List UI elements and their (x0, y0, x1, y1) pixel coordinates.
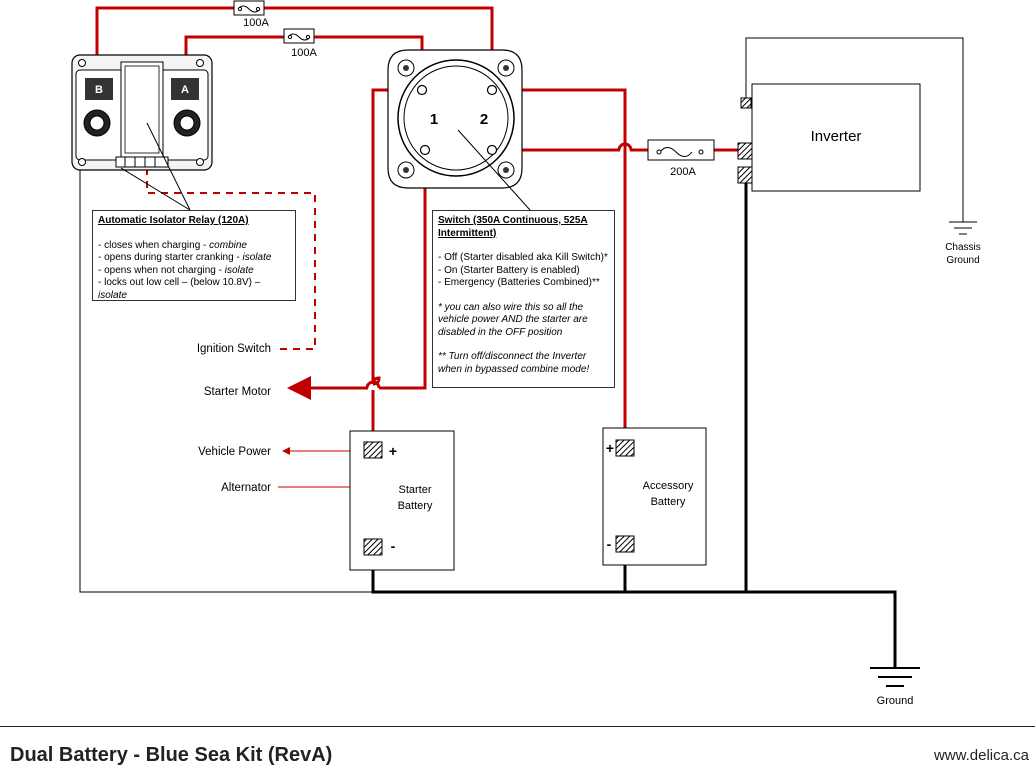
fuse-100a-top: 100A (233, 0, 270, 29)
main-ground-symbol (870, 667, 920, 687)
relay-note-line: - opens when not charging - isolate (98, 264, 254, 276)
fuse-label-1: 100A (243, 17, 269, 29)
switch-note-footnote-2: ** Turn off/disconnect the Inverter when… (438, 351, 590, 375)
switch-note-heading: Switch (350A Continuous, 525A Intermitte… (438, 215, 588, 239)
fuse-200a: 200A (647, 139, 715, 178)
vehicle-power-label: Vehicle Power (198, 446, 271, 458)
ignition-wire (146, 168, 316, 350)
inverter: Inverter (737, 83, 921, 192)
relay-note-heading: Automatic Isolator Relay (120A) (98, 215, 249, 226)
switch-note-line: - Off (Starter disabled aka Kill Switch)… (438, 252, 608, 263)
relay-ground-wire (79, 168, 373, 593)
switch-position-1: 1 (430, 111, 438, 128)
relay-terminal-a: A (181, 84, 189, 96)
footer-divider (0, 726, 1035, 727)
relay-terminal-b: B (95, 84, 103, 96)
starter-battery-label-1: Starter (398, 484, 431, 496)
starter-battery: + - Starter Battery (349, 430, 455, 571)
starter-battery-label-2: Battery (398, 500, 433, 512)
ignition-switch-label: Ignition Switch (197, 343, 271, 355)
alternator-label: Alternator (221, 482, 271, 494)
relay-note-line: - closes when charging - combine (98, 239, 247, 251)
starter-battery-plus: + (389, 443, 397, 459)
relay-callout-2 (120, 167, 191, 211)
chassis-ground-label-2: Ground (946, 255, 979, 266)
accessory-battery-minus: - (607, 536, 612, 552)
accessory-battery-label-1: Accessory (643, 480, 694, 492)
chassis-ground-label-1: Chassis (945, 242, 981, 253)
switch-callout (457, 129, 531, 211)
isolator-relay: B A (71, 54, 213, 171)
starter-battery-minus: - (391, 538, 396, 554)
fuse-label-3: 200A (670, 166, 696, 178)
switch-note-footnote-1: * you can also wire this so all the vehi… (438, 301, 588, 338)
relay-note-line: - opens during starter cranking - isolat… (98, 252, 272, 263)
inverter-chassis-wire (745, 37, 964, 222)
fuse-label-2: 100A (291, 47, 317, 59)
wire-hops (365, 142, 633, 389)
relay-note-box: Automatic Isolator Relay (120A) - closes… (92, 210, 296, 301)
accessory-battery-label-2: Battery (651, 496, 686, 508)
accessory-battery-plus: + (606, 440, 614, 456)
switch-note-line: - Emergency (Batteries Combined)** (438, 277, 600, 288)
main-ground-label: Ground (877, 695, 914, 707)
switch-position-2: 2 (480, 111, 488, 128)
switch-note-box: Switch (350A Continuous, 525A Intermitte… (432, 210, 615, 388)
starter-motor-label: Starter Motor (204, 386, 271, 398)
battery-switch: 1 2 (387, 49, 523, 189)
footer-url: www.delica.ca (933, 747, 1029, 764)
relay-note-line: - locks out low cell – (below 10.8V) – i… (98, 277, 261, 301)
chassis-ground-symbol (949, 221, 977, 235)
footer-title: Dual Battery - Blue Sea Kit (RevA) (10, 744, 333, 766)
relay-callout (146, 122, 191, 211)
accessory-battery: + - Accessory Battery (602, 427, 707, 566)
fuse-100a-second: 100A (283, 28, 318, 59)
inverter-label: Inverter (811, 128, 862, 145)
switch-note-line: - On (Starter Battery is enabled) (438, 264, 580, 276)
